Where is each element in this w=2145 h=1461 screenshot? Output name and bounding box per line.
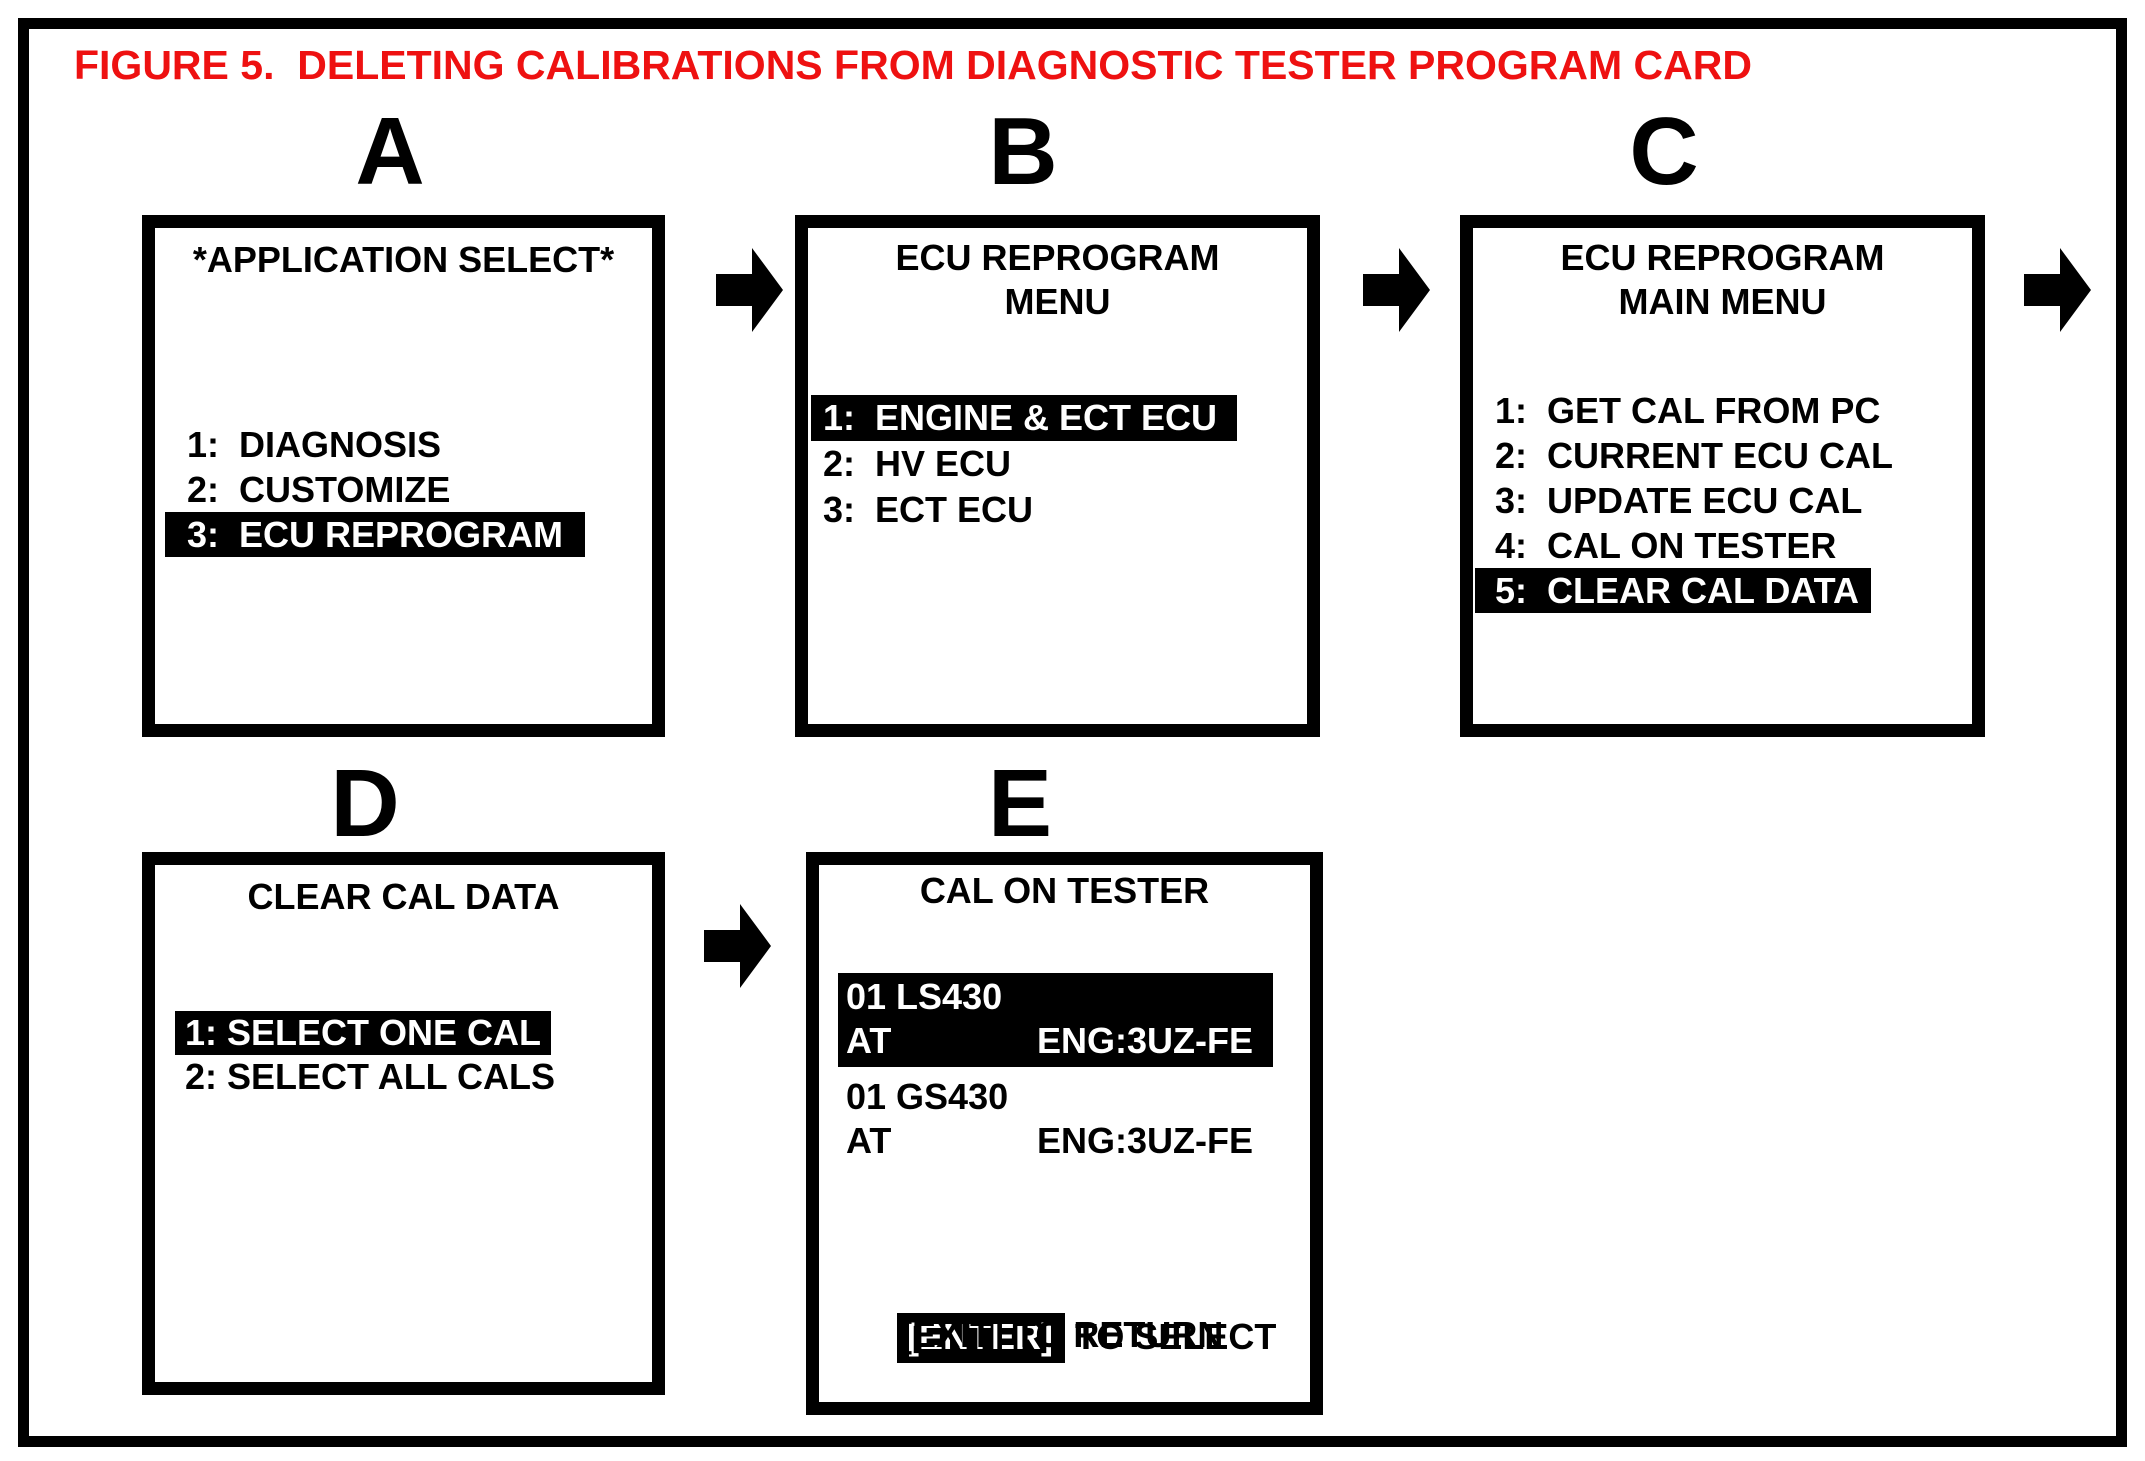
panel-label-a: A bbox=[355, 98, 425, 205]
screen-title-line1: ECU REPROGRAM bbox=[895, 237, 1220, 278]
panel-label-d: D bbox=[330, 750, 400, 857]
screen-d-clear-cal-data: CLEAR CAL DATA 1: SELECT ONE CAL 2: SELE… bbox=[142, 852, 665, 1395]
menu-item-diagnosis: 1: DIAGNOSIS bbox=[187, 424, 442, 465]
screen-a-application-select: *APPLICATION SELECT* 1: DIAGNOSIS 2: CUS… bbox=[142, 215, 665, 737]
cal-entry-ls430-selected: 01 LS430 AT ENG:3UZ-FE bbox=[838, 973, 1273, 1067]
cal-model: 01 GS430 bbox=[846, 1076, 1009, 1117]
menu-item-update-ecu-cal: 3: UPDATE ECU CAL bbox=[1495, 480, 1863, 521]
screen-title: CAL ON TESTER bbox=[919, 870, 1210, 911]
arrow-right-icon bbox=[716, 248, 783, 332]
panel-label-b: B bbox=[988, 98, 1058, 205]
screen-title-line2: MENU bbox=[1004, 281, 1111, 322]
menu-item-select-all-cals: 2: SELECT ALL CALS bbox=[185, 1056, 556, 1097]
cal-engine: ENG:3UZ-FE bbox=[1037, 1120, 1253, 1161]
figure-caption: FIGURE 5. DELETING CALIBRATIONS FROM DIA… bbox=[74, 42, 1752, 88]
cal-transmission: AT bbox=[846, 1020, 892, 1061]
cal-transmission: AT bbox=[846, 1120, 892, 1161]
menu-item-current-ecu-cal: 2: CURRENT ECU CAL bbox=[1495, 435, 1894, 476]
footer-enter-hint: [ENTER] TO SELECT bbox=[847, 1269, 1276, 1407]
screen-title: CLEAR CAL DATA bbox=[247, 876, 560, 917]
menu: 1: ENGINE & ECT ECU 2: HV ECU 3: ECT ECU bbox=[811, 395, 1238, 533]
screen-e-cal-on-tester: CAL ON TESTER 01 LS430 AT ENG:3UZ-FE 01 … bbox=[806, 852, 1323, 1415]
menu-item-ecu-reprogram-selected: 3: ECU REPROGRAM bbox=[165, 512, 586, 557]
screen-title: *APPLICATION SELECT* bbox=[192, 239, 615, 280]
menu-item-clear-cal-data-selected: 5: CLEAR CAL DATA bbox=[1475, 568, 1871, 613]
enter-hint-text: TO SELECT bbox=[1065, 1316, 1277, 1357]
menu-item-hv-ecu: 2: HV ECU bbox=[823, 443, 1012, 484]
cal-entry-gs430: 01 GS430 AT ENG:3UZ-FE bbox=[838, 1075, 1273, 1163]
menu-item-cal-on-tester: 4: CAL ON TESTER bbox=[1495, 525, 1837, 566]
menu-item-select-one-cal-selected: 1: SELECT ONE CAL bbox=[175, 1011, 552, 1055]
menu-item-get-cal-from-pc: 1: GET CAL FROM PC bbox=[1495, 390, 1881, 431]
menu-item-customize: 2: CUSTOMIZE bbox=[187, 469, 451, 510]
panel-label-c: C bbox=[1629, 98, 1699, 205]
footer-exit-hint: [EXIT] TO RETURN bbox=[900, 1314, 1224, 1355]
arrow-right-icon bbox=[2024, 248, 2091, 332]
screen-title-line2: MAIN MENU bbox=[1618, 281, 1827, 322]
menu-item-ect-ecu: 3: ECT ECU bbox=[823, 489, 1034, 530]
screen-b-ecu-reprogram-menu: ECU REPROGRAM MENU 1: ENGINE & ECT ECU 2… bbox=[795, 215, 1320, 737]
cal-model: 01 LS430 bbox=[846, 976, 1003, 1017]
screen-title-line1: ECU REPROGRAM bbox=[1560, 237, 1885, 278]
arrow-right-icon bbox=[1363, 248, 1430, 332]
menu: 1: SELECT ONE CAL 2: SELECT ALL CALS bbox=[175, 1011, 556, 1099]
enter-key-label: [ENTER] bbox=[897, 1313, 1066, 1363]
panel-label-e: E bbox=[987, 750, 1053, 857]
menu: 1: GET CAL FROM PC 2: CURRENT ECU CAL 3:… bbox=[1475, 388, 1894, 613]
menu-item-engine-ect-ecu-selected: 1: ENGINE & ECT ECU bbox=[811, 395, 1238, 441]
arrow-right-icon bbox=[704, 904, 771, 988]
screen-c-ecu-reprogram-main-menu: ECU REPROGRAM MAIN MENU 1: GET CAL FROM … bbox=[1460, 215, 1985, 737]
menu: 1: DIAGNOSIS 2: CUSTOMIZE 3: ECU REPROGR… bbox=[165, 422, 586, 557]
figure-border bbox=[18, 18, 2127, 1447]
cal-engine: ENG:3UZ-FE bbox=[1037, 1020, 1253, 1061]
